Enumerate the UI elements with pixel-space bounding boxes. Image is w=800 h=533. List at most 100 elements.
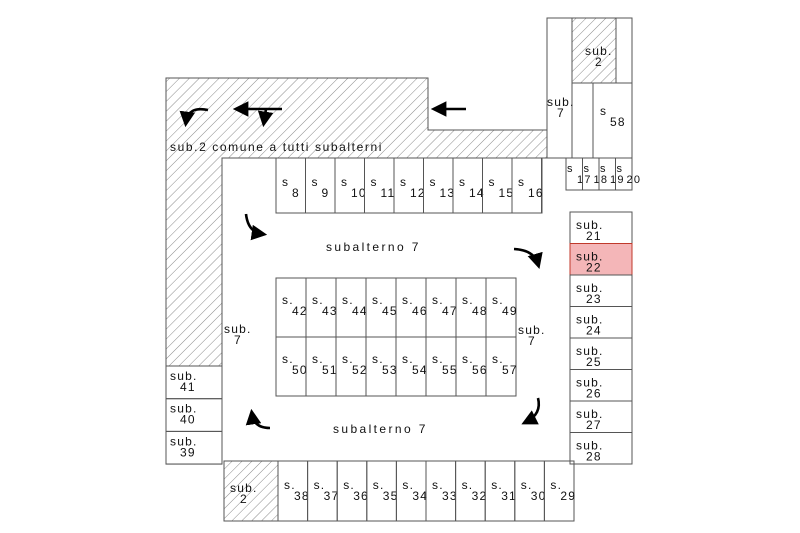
sub2-top-label-text: sub.2 — [585, 44, 612, 69]
parking-stall: sub.39 — [165, 430, 223, 465]
parking-stall-label: s10 — [341, 175, 367, 200]
parking-stall-label: sub.25 — [576, 344, 603, 369]
parking-stall: s.57 — [485, 336, 517, 397]
parking-stall: s.37 — [307, 460, 338, 522]
parking-stall: s.46 — [395, 277, 428, 338]
parking-stall-label: sub.24 — [576, 313, 603, 338]
parking-stall-label: s.54 — [402, 352, 428, 377]
parking-stall: s.36 — [336, 460, 369, 522]
parking-stall: s.45 — [365, 277, 398, 338]
parking-stall: sub.21 — [569, 211, 633, 244]
parking-stall: s15 — [482, 157, 515, 214]
parking-stall-label: s.51 — [312, 352, 338, 377]
parking-stall-box — [165, 430, 223, 465]
parking-stall: s.54 — [395, 336, 428, 397]
parking-stall: sub.23 — [569, 274, 633, 307]
parking-stall: s.55 — [425, 336, 458, 397]
parking-stall: s14 — [452, 157, 485, 214]
parking-stall-label: sub.28 — [576, 439, 603, 464]
parking-stall-label: s.42 — [282, 293, 308, 318]
sub2-bottom-label: sub.2 — [230, 481, 257, 506]
common-area-hatch — [165, 17, 617, 522]
parking-stall-label: s.35 — [373, 478, 399, 503]
parking-stall-label: s.36 — [343, 478, 369, 503]
sub2-top-label: sub.2 — [585, 44, 612, 69]
parking-stall-label: sub.40 — [170, 402, 197, 427]
parking-stall: s.47 — [425, 277, 458, 338]
parking-stall-label: sub.22 — [576, 250, 603, 275]
parking-stall-label: s.56 — [462, 352, 488, 377]
parking-stall-label: sub.27 — [576, 407, 603, 432]
parking-stall-label: s.55 — [432, 352, 458, 377]
arrow-curve-down-icon — [513, 247, 543, 269]
parking-stall-label: sub.26 — [576, 376, 603, 401]
sub7-upper-label-text: sub.7 — [547, 95, 574, 120]
parking-stall: s.50 — [275, 336, 307, 397]
parking-stall: s.30 — [514, 460, 547, 522]
parking-stall-label: s.30 — [521, 478, 547, 503]
parking-stall: sub.40 — [165, 398, 223, 432]
parking-stall: sub.27 — [569, 400, 633, 433]
parking-stall-label: s.45 — [372, 293, 398, 318]
arrow-curve-down-icon — [521, 397, 541, 425]
parking-stall: s.42 — [275, 277, 308, 338]
parking-stall-label: s12 — [400, 175, 426, 200]
parking-stall-label: sub.23 — [576, 281, 603, 306]
parking-stall-box — [485, 336, 517, 397]
traffic-arrows — [179, 101, 543, 430]
parking-stall: sub.28 — [569, 432, 633, 465]
parking-stall-label: s20 — [617, 163, 642, 186]
parking-stall: s20 — [615, 157, 642, 191]
parking-stall-label: s.49 — [492, 293, 518, 318]
sub7-left-label: sub.7 — [224, 322, 250, 347]
parking-stall-label: s.47 — [432, 293, 458, 318]
arrow-curve-up-icon — [245, 408, 271, 430]
sub7-right-label: sub.7 — [518, 323, 544, 348]
parking-stall-label: s.31 — [491, 478, 517, 503]
sub2-bottom-label-text: sub.2 — [230, 481, 257, 506]
aisle-label-bottom: subalterno 7 — [333, 422, 428, 436]
parking-stall-label: s17 — [567, 163, 592, 186]
arrow-turn-icon — [179, 107, 209, 128]
parking-stall-label: s.44 — [342, 293, 368, 318]
parking-stall-label: sub.21 — [576, 218, 603, 243]
s58-label: s58 — [600, 104, 625, 129]
stall-layer: s8s9s10s11s12s13s14s15s16s17s18s19s20sub… — [165, 157, 642, 522]
parking-stall-box — [569, 243, 633, 276]
parking-stall: s.48 — [455, 277, 488, 338]
parking-stall-box — [543, 460, 575, 522]
parking-stall-label: s13 — [430, 175, 456, 200]
parking-stall-label: s.29 — [550, 478, 576, 503]
parking-stall: s13 — [423, 157, 456, 214]
parking-stall-label: s.46 — [402, 293, 428, 318]
parking-stall-box — [569, 432, 633, 465]
parking-stall-label: s15 — [489, 175, 515, 200]
parking-stall-label: s.38 — [284, 478, 310, 503]
parking-stall: sub.26 — [569, 369, 633, 402]
parking-stall-label: s8 — [282, 175, 300, 200]
parking-stall: s.34 — [395, 460, 427, 522]
parking-stall: sub.25 — [569, 337, 633, 370]
arrow-curve-down-icon — [244, 213, 268, 241]
parking-stall-label: s14 — [459, 175, 485, 200]
parking-stall-label: s11 — [371, 175, 396, 200]
parking-stall: s.44 — [335, 277, 368, 338]
parking-stall: s.35 — [366, 460, 399, 522]
parking-stall-label: sub.39 — [170, 434, 197, 459]
parking-stall: s.56 — [455, 336, 488, 397]
parking-stall: s.33 — [425, 460, 458, 522]
parking-stall: s.29 — [543, 460, 576, 522]
parking-stall: s.49 — [485, 277, 518, 338]
parking-stall-label: s9 — [312, 175, 330, 200]
parking-stall: sub.41 — [165, 365, 223, 400]
parking-stall-label: s16 — [518, 175, 544, 200]
parking-stall: sub.24 — [569, 306, 633, 339]
parking-stall: s12 — [393, 157, 426, 214]
parking-stall-label: s.33 — [432, 478, 458, 503]
parking-stall: s.32 — [455, 460, 486, 522]
parking-stall-label: s.43 — [312, 293, 338, 318]
parking-stall-label: s.48 — [462, 293, 488, 318]
parking-stall: s.52 — [335, 336, 367, 397]
parking-stall: s.51 — [305, 336, 338, 397]
